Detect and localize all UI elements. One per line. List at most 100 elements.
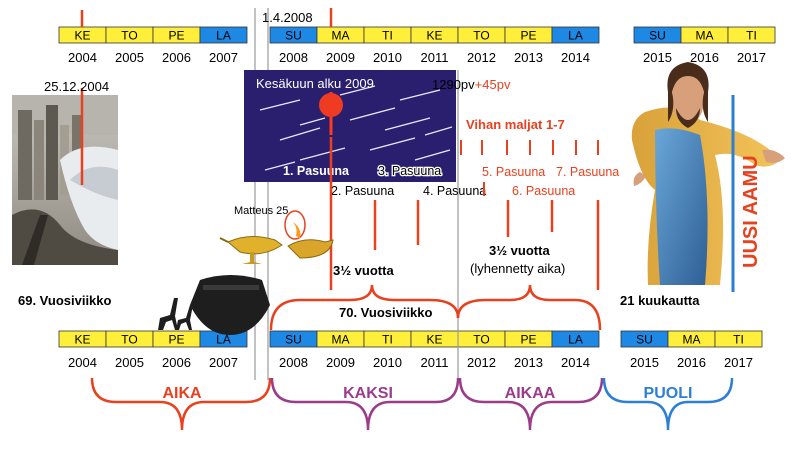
brace-first-half: [269, 284, 460, 331]
day-label: TO: [473, 29, 489, 43]
trumpet-6-label: 6. Pasuuna: [512, 184, 575, 198]
trumpet-lines: [329, 137, 600, 290]
day-label: SU: [285, 333, 302, 347]
meteor-streak: [399, 89, 441, 101]
day-label: TI: [746, 29, 757, 43]
months-21-label: 21 kuukautta: [620, 293, 700, 308]
day-label: TO: [473, 333, 489, 347]
year-label: 2006: [162, 355, 191, 370]
day-cell: [727, 26, 776, 44]
word-kaksi: KAKSI: [343, 385, 393, 402]
red-sun-icon: [319, 93, 343, 117]
bottom-group-2: SU2008MA2009TI2010KE2011TO2012PE2013LA20…: [269, 330, 600, 370]
year-label: 2017: [724, 355, 753, 370]
day-label: SU: [285, 29, 302, 43]
meteor-streak: [299, 147, 346, 161]
brace-kaksi: [270, 377, 460, 431]
year-label: 2005: [115, 355, 144, 370]
meteor-streak: [414, 149, 451, 161]
meteor-streak: [279, 127, 321, 141]
meteor-shower: [259, 85, 453, 171]
matthew-label: Matteus 25: [234, 205, 288, 217]
brace-second-half: [456, 284, 602, 331]
giraffes-icon: [158, 298, 193, 330]
day-label: KE: [426, 333, 442, 347]
night-panel: Kesäkuun alku 2009 1. Pasuuna 3. Pasuuna: [244, 70, 456, 182]
top-group-2: SU2008MA2009TI2010KE2011TO2012PE2013LA20…: [269, 26, 600, 65]
day-cell: [199, 26, 248, 44]
brace-aikaa: [458, 377, 604, 431]
year-label: 2008: [279, 355, 308, 370]
year-label: 2009: [326, 50, 355, 65]
year-label: 2017: [737, 50, 766, 65]
day-label: LA: [216, 29, 231, 43]
day-label: TO: [121, 29, 137, 43]
day-label: PE: [520, 333, 536, 347]
day-label: MA: [696, 29, 714, 43]
year-label: 2013: [514, 50, 543, 65]
date-2008: 1.4.2008: [262, 10, 313, 25]
meteor-streak: [369, 137, 416, 151]
year-label: 2010: [373, 50, 402, 65]
day-label: SU: [649, 29, 666, 43]
oil-lamps-icon: [219, 210, 334, 264]
year-label: 2011: [421, 355, 449, 370]
days-extra: +45pv: [475, 77, 511, 92]
days-label: 1290pv+45pv: [432, 77, 511, 92]
day-label: LA: [216, 333, 231, 347]
brace-aika: [90, 377, 272, 431]
word-aikaa: AIKAA: [505, 385, 556, 402]
year-label: 2015: [630, 355, 659, 370]
trumpet-3-label: 3. Pasuuna: [378, 164, 441, 178]
year-label: 2008: [279, 50, 308, 65]
meteor-streak: [424, 126, 453, 136]
meteor-streak: [339, 85, 376, 96]
days-base: 1290pv: [432, 77, 475, 92]
date-2004: 25.12.2004: [44, 79, 109, 94]
year-label: 2012: [467, 50, 496, 65]
jesus-figure: [631, 62, 785, 285]
year-label: 2005: [115, 50, 144, 65]
day-label: PE: [168, 333, 184, 347]
day-label: PE: [168, 29, 184, 43]
side-text-uusi-aamu: UUSI AAMU: [740, 155, 762, 268]
year-label: 2004: [68, 50, 97, 65]
week-70-label: 70. Vuosiviikko: [339, 305, 433, 320]
day-label: LA: [568, 333, 583, 347]
year-label: 2007: [209, 355, 238, 370]
top-timeline-row: KE 2004 TO 2005 PE 2006 LA 2007 SU 2008 MA 2009 TI 2…: [58, 26, 776, 65]
year-label: 2013: [514, 355, 543, 370]
day-label: MA: [332, 333, 350, 347]
day-label: TI: [382, 29, 393, 43]
day-cell: [551, 26, 600, 44]
year-label: 2015: [643, 50, 672, 65]
day-cell: [551, 330, 600, 348]
brace-puoli: [602, 377, 734, 431]
year-label: 2004: [68, 355, 97, 370]
meteor-streak: [299, 117, 326, 126]
day-label: TO: [121, 333, 137, 347]
second-half-note: (lyhennetty aika): [470, 261, 565, 276]
meteor-streak: [384, 117, 431, 131]
second-half-period: 3½ vuotta: [489, 243, 550, 258]
trumpet-1-label: 1. Pasuuna: [283, 164, 350, 178]
year-label: 2010: [373, 355, 402, 370]
year-label: 2011: [421, 50, 449, 65]
word-puoli: PUOLI: [644, 385, 693, 402]
meteor-streak: [349, 107, 396, 121]
day-label: KE: [426, 29, 442, 43]
day-label: SU: [636, 333, 653, 347]
day-cell: [714, 330, 763, 348]
meteor-streak: [259, 99, 301, 111]
year-label: 2006: [162, 50, 191, 65]
trumpet-7-label: 7. Pasuuna: [556, 165, 619, 179]
year-label: 2007: [209, 50, 238, 65]
tsunami-photo: [12, 95, 118, 265]
vial-ticks: [460, 140, 599, 155]
vials-label: Vihan maljat 1-7: [466, 117, 565, 132]
